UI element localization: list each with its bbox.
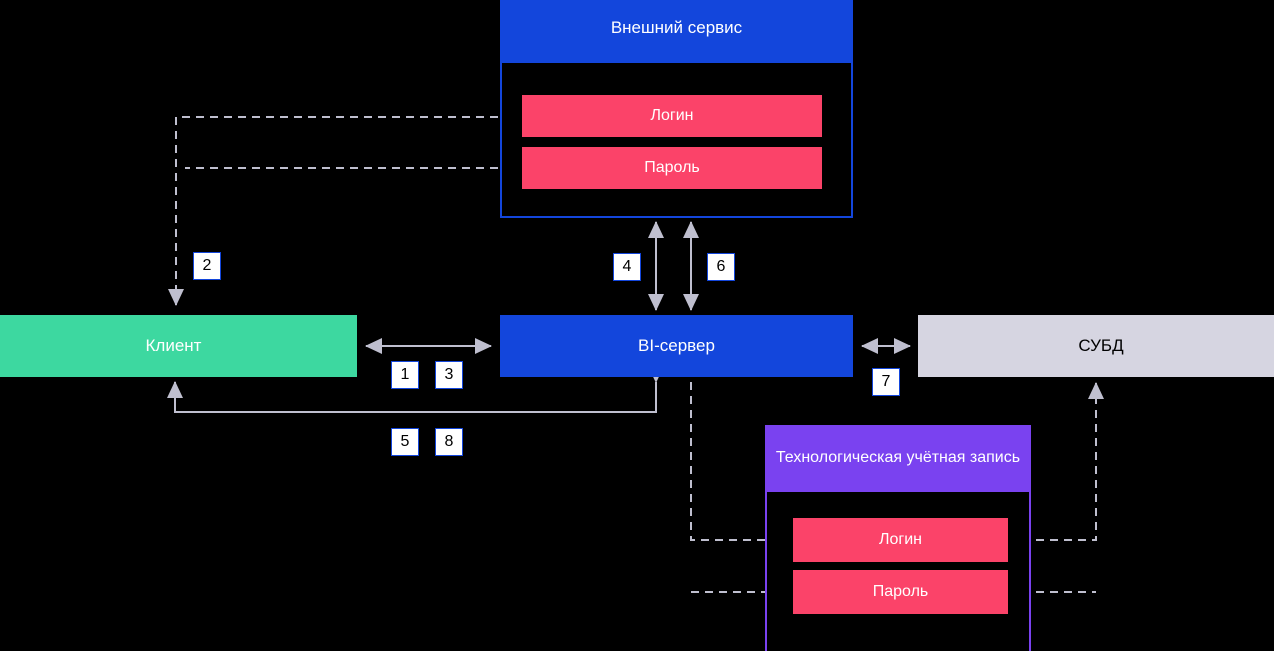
step-badge-5: 5	[391, 428, 419, 456]
step-badge-3: 3	[435, 361, 463, 389]
field-technical-login[interactable]: Логин	[793, 518, 1008, 562]
field-external-login-label: Логин	[650, 107, 694, 124]
node-client[interactable]: Клиент	[0, 315, 357, 377]
group-external-service-title: Внешний сервис	[500, 0, 853, 63]
node-client-label: Клиент	[145, 336, 202, 356]
step-badge-4: 4	[613, 253, 641, 281]
step-badge-1: 1	[391, 361, 419, 389]
node-bi-server-label: BI-сервер	[638, 336, 715, 356]
field-technical-password[interactable]: Пароль	[793, 570, 1008, 614]
field-technical-password-label: Пароль	[872, 583, 929, 600]
field-external-password-label: Пароль	[644, 159, 700, 176]
group-external-service[interactable]: Внешний сервис	[500, 0, 853, 218]
node-bi-server[interactable]: BI-сервер	[500, 315, 853, 377]
node-dbms[interactable]: СУБД	[918, 315, 1274, 377]
step-badge-2: 2	[193, 252, 221, 280]
step-badge-6: 6	[707, 253, 735, 281]
step-badge-7: 7	[872, 368, 900, 396]
connector-external-login-dashed	[168, 109, 528, 306]
group-technical-account-title: Технологическая учётная запись	[765, 425, 1031, 492]
step-badge-8: 8	[435, 428, 463, 456]
field-external-password[interactable]: Пароль	[522, 147, 822, 189]
group-external-service-body	[500, 63, 853, 218]
field-external-login[interactable]: Логин	[522, 95, 822, 137]
node-dbms-label: СУБД	[1078, 336, 1124, 356]
field-technical-login-label: Логин	[878, 531, 922, 548]
